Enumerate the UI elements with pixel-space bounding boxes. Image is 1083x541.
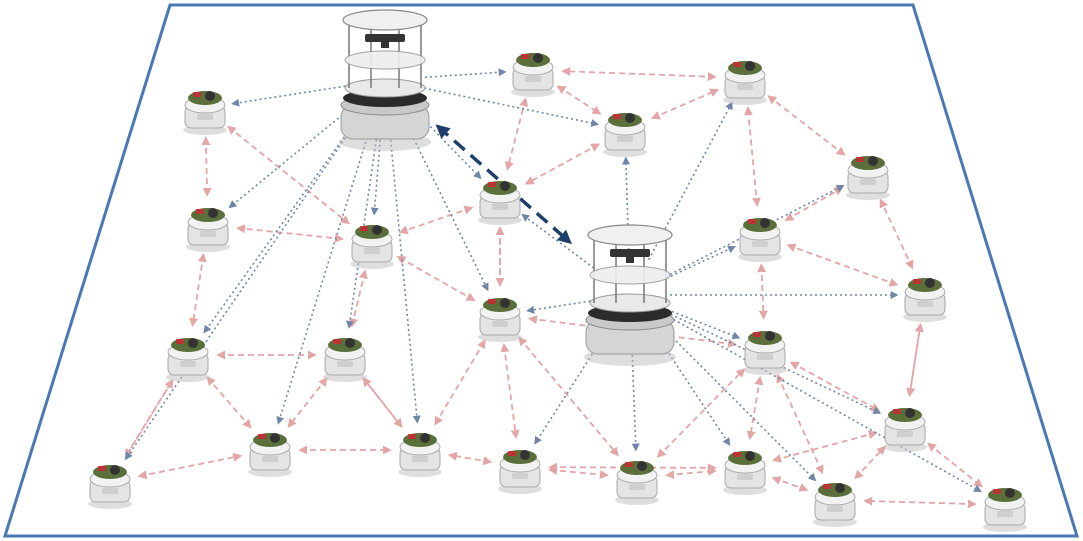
peer-link: [556, 85, 602, 115]
peer-link: [189, 252, 207, 328]
small-robot: [183, 91, 227, 135]
small-robot: [738, 218, 782, 262]
small-robot: [166, 338, 210, 382]
small-robot: [323, 338, 367, 382]
broadcast-link: [521, 213, 599, 272]
peer-link: [362, 377, 403, 428]
small-robot: [615, 461, 659, 505]
peer-link: [771, 476, 809, 492]
small-robot: [88, 465, 132, 509]
peer-link: [746, 375, 764, 441]
small-robot: [813, 483, 857, 527]
small-robot: [883, 408, 927, 452]
broadcast-link: [526, 300, 591, 314]
peer-link: [396, 255, 476, 302]
peer-link: [137, 452, 243, 480]
large-robot-center: [584, 224, 676, 366]
peer-link: [927, 442, 983, 488]
small-robot: [846, 156, 890, 200]
broadcast-link: [276, 117, 374, 425]
peer-link: [287, 377, 328, 428]
peer-link: [863, 496, 977, 509]
peer-link: [784, 187, 844, 221]
broadcast-link: [231, 85, 346, 107]
peer-link: [561, 66, 717, 82]
peer-link: [650, 88, 720, 120]
peer-link: [757, 263, 768, 320]
peer-link: [434, 339, 486, 426]
broadcast-link: [424, 68, 507, 79]
peer-link: [906, 322, 924, 398]
broadcast-link: [657, 322, 817, 482]
peer-link: [518, 336, 619, 457]
leader-link-layer: [435, 124, 572, 245]
small-robot: [248, 433, 292, 477]
small-robot: [478, 181, 522, 225]
broadcast-link: [387, 119, 421, 424]
peer-link: [744, 106, 761, 207]
small-robot: [350, 225, 394, 269]
peer-link: [226, 125, 351, 225]
peer-link: [447, 451, 493, 466]
peer-link: [236, 224, 344, 243]
peer-link: [789, 361, 881, 412]
small-robot: [743, 331, 787, 375]
small-robot: [478, 298, 522, 342]
small-robot: [903, 278, 947, 322]
small-robot: [723, 451, 767, 495]
large-robot-top: [339, 9, 431, 151]
small-robots-layer: [88, 53, 1027, 532]
small-robot: [511, 53, 555, 97]
small-robot: [723, 61, 767, 105]
broadcast-link: [630, 334, 640, 452]
small-robot: [398, 433, 442, 477]
broadcast-link: [665, 185, 845, 278]
broadcast-link: [228, 104, 355, 209]
peer-link: [206, 376, 252, 429]
peer-link: [776, 373, 824, 475]
leader-link: [435, 124, 572, 245]
large-robots-layer: [339, 9, 676, 366]
small-robot: [186, 208, 230, 252]
peer-link: [656, 368, 746, 458]
broadcast-link: [665, 311, 882, 414]
broadcast-link: [664, 313, 982, 493]
peer-link: [124, 379, 174, 458]
peer-link: [767, 95, 846, 156]
small-robot: [498, 450, 542, 494]
small-robot: [603, 113, 647, 157]
broadcast-link: [203, 112, 363, 334]
small-robot: [983, 488, 1027, 532]
peer-link: [772, 430, 878, 463]
peer-link: [500, 342, 520, 440]
broadcast-link: [651, 327, 731, 447]
peer-link: [879, 198, 914, 270]
